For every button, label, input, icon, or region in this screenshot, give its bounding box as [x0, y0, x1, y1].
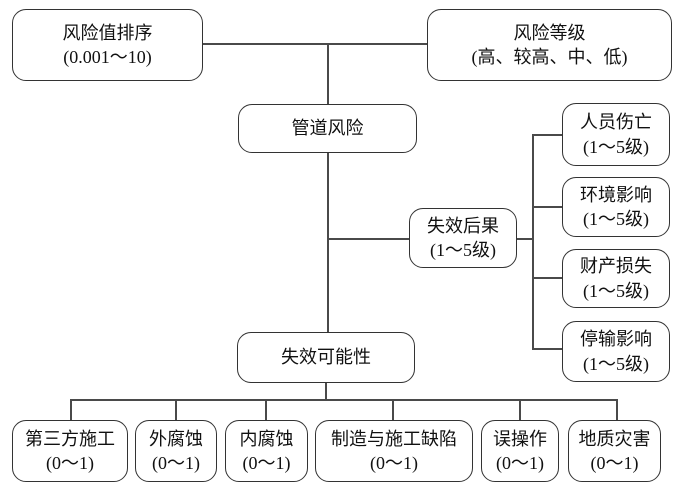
- node-shutdown-impact-label: 停输影响: [580, 329, 652, 350]
- node-failure-consequence: 失效后果 (1～5级): [409, 208, 517, 268]
- connector-trunk-upper: [327, 44, 329, 105]
- node-casualty: 人员伤亡 (1～5级): [562, 103, 670, 166]
- node-internal-corrosion: 内腐蚀 (0～1): [225, 420, 308, 482]
- node-failure-likelihood-label: 失效可能性: [281, 347, 371, 368]
- node-risk-level-range: (高、较高、中、低): [471, 47, 628, 67]
- node-failure-consequence-range: (1～5级): [430, 240, 496, 260]
- connector-consequence-branch: [327, 238, 410, 240]
- node-failure-consequence-label: 失效后果: [427, 215, 499, 236]
- connector-drop-internal-corrosion: [265, 400, 267, 420]
- connector-environment: [533, 206, 562, 208]
- connector-bottom-bus: [70, 399, 618, 401]
- node-property-loss: 财产损失 (1～5级): [562, 249, 670, 308]
- node-pipeline-risk-label: 管道风险: [291, 118, 364, 139]
- node-internal-corrosion-label: 内腐蚀: [239, 428, 294, 449]
- connector-drop-construction-defect: [392, 400, 394, 420]
- connector-drop-third-party: [70, 400, 72, 420]
- node-risk-rank-label: 风险值排序: [62, 22, 153, 43]
- connector-likelihood-drop: [325, 383, 327, 400]
- connector-casualty: [533, 134, 562, 136]
- node-pipeline-risk: 管道风险: [238, 104, 417, 153]
- connector-drop-geological-hazard: [616, 400, 618, 420]
- node-risk-level-label: 风险等级: [513, 22, 586, 43]
- node-external-corrosion: 外腐蚀 (0～1): [135, 420, 217, 482]
- node-geological-hazard-label: 地质灾害: [578, 428, 651, 449]
- node-property-loss-range: (1～5级): [583, 280, 649, 301]
- node-construction-defect-range: (0～1): [370, 453, 418, 473]
- node-property-loss-label: 财产损失: [580, 256, 652, 277]
- node-environment-impact-label: 环境影响: [580, 184, 652, 205]
- connector-consequence-to-bus: [517, 238, 534, 240]
- node-geological-hazard-range: (0～1): [590, 453, 639, 473]
- node-risk-rank: 风险值排序 (0.001～10): [12, 9, 203, 81]
- node-environment-impact-range: (1～5级): [583, 209, 649, 229]
- node-casualty-label: 人员伤亡: [580, 112, 652, 133]
- connector-right-bus: [532, 134, 534, 350]
- node-construction-defect-label: 制造与施工缺陷: [331, 428, 457, 449]
- connector-drop-external-corrosion: [175, 400, 177, 420]
- node-misoperation-label: 误操作: [493, 428, 547, 449]
- node-failure-likelihood: 失效可能性: [237, 332, 415, 383]
- connector-drop-misoperation: [519, 400, 521, 420]
- node-third-party-label: 第三方施工: [25, 428, 115, 449]
- connector-trunk-lower: [327, 153, 329, 333]
- node-shutdown-impact: 停输影响 (1～5级): [562, 321, 670, 382]
- node-external-corrosion-range: (0～1): [152, 453, 200, 473]
- node-environment-impact: 环境影响 (1～5级): [562, 177, 670, 237]
- connector-property: [533, 277, 562, 279]
- node-geological-hazard: 地质灾害 (0～1): [568, 420, 661, 482]
- node-construction-defect: 制造与施工缺陷 (0～1): [315, 420, 473, 482]
- node-external-corrosion-label: 外腐蚀: [149, 428, 203, 449]
- node-risk-rank-range: (0.001～10): [63, 47, 152, 67]
- node-misoperation: 误操作 (0～1): [481, 420, 559, 482]
- connector-shutdown: [533, 348, 562, 350]
- node-shutdown-impact-range: (1～5级): [583, 353, 649, 374]
- node-casualty-range: (1～5级): [583, 136, 649, 157]
- node-internal-corrosion-range: (0～1): [242, 453, 291, 473]
- node-misoperation-range: (0～1): [496, 453, 544, 473]
- node-risk-level: 风险等级 (高、较高、中、低): [427, 9, 672, 81]
- node-third-party-range: (0～1): [46, 453, 94, 473]
- node-third-party: 第三方施工 (0～1): [12, 420, 128, 482]
- connector-top-horizontal: [203, 43, 427, 45]
